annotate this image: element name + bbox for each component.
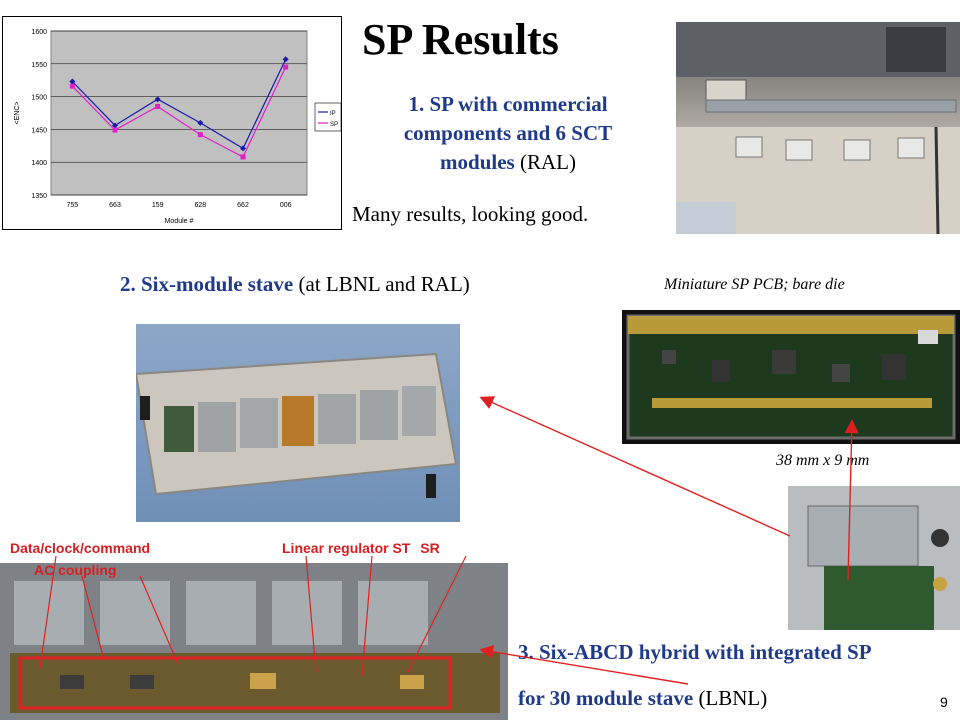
- item1-line1: 1. SP with commercial: [408, 92, 608, 116]
- label-sr: SR: [420, 540, 440, 556]
- x-tick-label: 662: [237, 202, 249, 209]
- data-point-sp: [112, 127, 118, 133]
- item2-text: 2. Six-module stave (at LBNL and RAL): [120, 272, 470, 297]
- y-axis-label: <ENC>: [14, 102, 21, 125]
- lab-setup-illustration: [676, 22, 960, 234]
- item1-line3: modules: [440, 150, 515, 174]
- y-tick-label: 1500: [31, 95, 47, 102]
- x-tick-label: 628: [194, 202, 206, 209]
- hybrid-illustration: [0, 563, 508, 720]
- enc-chart: 1350 1400 1450 1500 1550 1600 755 663 159 628 662 0…: [2, 16, 342, 230]
- item3-line2-rest: (LBNL): [698, 686, 768, 710]
- item1-line2: components and 6 SCT: [403, 121, 613, 145]
- y-tick-label: 1400: [31, 160, 47, 167]
- item3-line1-text: 3. Six-ABCD hybrid with integrated SP: [518, 640, 872, 664]
- data-point-ip: [112, 122, 118, 129]
- label-linear-regulator: Linear regulator ST SR: [282, 540, 440, 556]
- data-point-sp: [283, 64, 289, 70]
- label-data-clock-command: Data/clock/command: [10, 540, 151, 556]
- data-point-ip: [282, 56, 289, 63]
- mini-pcb-photo: [622, 310, 960, 444]
- data-point-ip: [154, 96, 161, 103]
- series-line-sp: [71, 66, 287, 158]
- mini-pcb-dimensions: 38 mm x 9 mm: [776, 452, 870, 469]
- data-point-sp: [240, 154, 246, 160]
- data-point-sp: [197, 132, 203, 138]
- legend-label-sp: SP: [330, 122, 338, 128]
- mini-pcb-caption: Miniature SP PCB; bare die: [664, 276, 845, 293]
- item1-text: 1. SP with commercial components and 6 S…: [358, 90, 658, 177]
- label-linear-regulator-text: Linear regulator ST: [282, 540, 411, 556]
- item3-line2-bold: for 30 module stave: [518, 686, 694, 710]
- plot-area: [50, 30, 308, 196]
- mini-pcb-illustration: [626, 314, 956, 440]
- lab-setup-photo: [676, 22, 960, 234]
- x-axis-label: Module #: [165, 218, 194, 225]
- item3-line2: for 30 module stave (LBNL): [518, 686, 767, 711]
- data-point-ip: [69, 78, 76, 85]
- x-tick-label: 663: [109, 202, 121, 209]
- page-number: 9: [940, 694, 948, 710]
- connector-photo: [788, 486, 960, 630]
- y-tick-label: 1600: [31, 29, 47, 36]
- hybrid-photo: [0, 563, 508, 720]
- item1-suffix: (RAL): [519, 150, 576, 174]
- data-point-sp: [69, 83, 75, 89]
- y-tick-label: 1350: [31, 193, 47, 200]
- y-tick-label: 1450: [31, 127, 47, 134]
- item1-note: Many results, looking good.: [352, 202, 589, 226]
- series-line-ip: [71, 58, 287, 150]
- connector-illustration: [807, 505, 949, 630]
- enc-chart-svg: 1350 1400 1450 1500 1550 1600 755 663 159 628 662 0…: [14, 29, 342, 225]
- x-tick-label: 159: [152, 202, 164, 209]
- stave-illustration: [136, 352, 458, 498]
- data-point-sp: [155, 103, 161, 109]
- x-tick-label: 006: [280, 202, 292, 209]
- data-point-ip: [240, 145, 246, 152]
- legend-label-ip: IP: [330, 111, 336, 117]
- y-tick-label: 1550: [31, 62, 47, 69]
- item2-rest: (at LBNL and RAL): [298, 272, 470, 296]
- item2-bold: 2. Six-module stave: [120, 272, 294, 296]
- stave-photo: [136, 324, 460, 522]
- x-tick-label: 755: [66, 202, 78, 209]
- data-point-ip: [197, 119, 204, 126]
- item3-line1: 3. Six-ABCD hybrid with integrated SP: [518, 640, 872, 665]
- label-ac-coupling: AC coupling: [34, 562, 117, 578]
- legend-box: [314, 102, 342, 132]
- slide-title: SP Results: [362, 15, 559, 64]
